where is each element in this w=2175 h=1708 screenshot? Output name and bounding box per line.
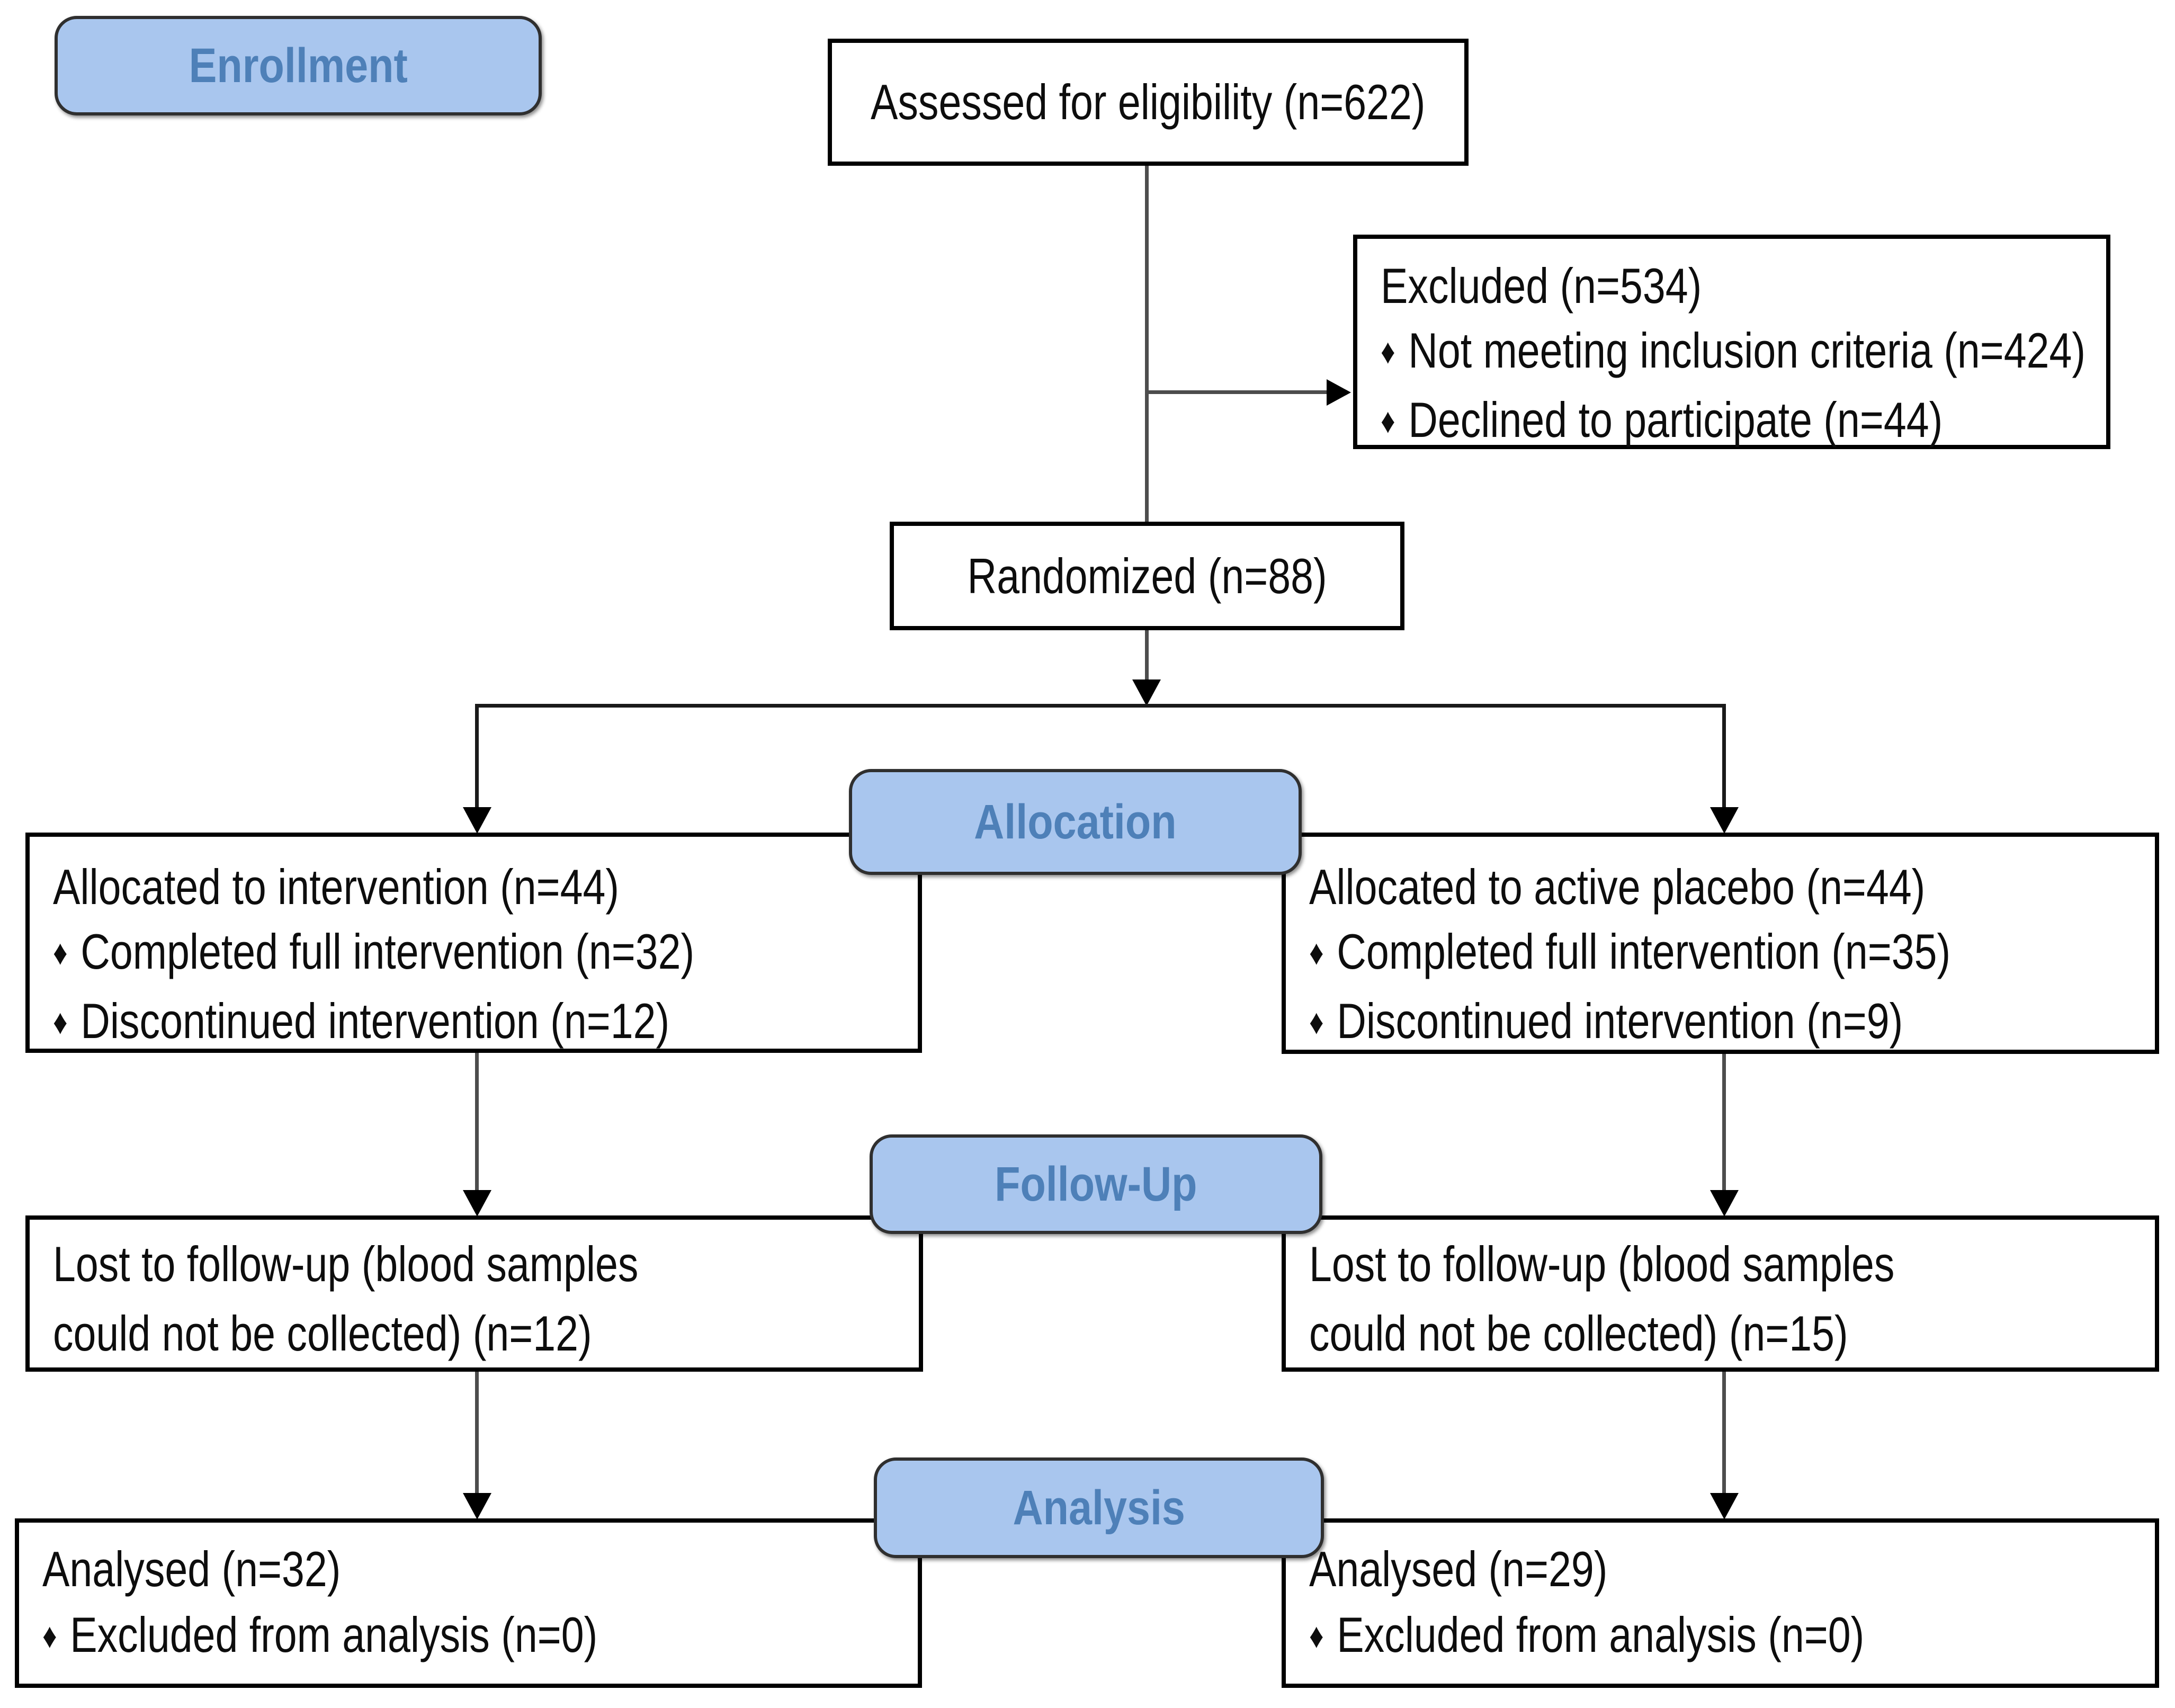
connector-alloc-to-followup-right bbox=[1722, 1054, 1726, 1192]
allocation-left-title: Allocated to intervention (n=44) bbox=[53, 859, 620, 915]
stage-label-followup: Follow-Up bbox=[995, 1157, 1197, 1211]
arrowhead-randomized-split bbox=[1132, 679, 1161, 706]
bullet-diamond-icon: ♦ bbox=[1381, 401, 1395, 440]
analysis-left-title: Analysed (n=32) bbox=[42, 1541, 341, 1597]
connector-split-left-drop bbox=[475, 704, 479, 808]
bullet-diamond-icon: ♦ bbox=[53, 933, 68, 972]
followup-right-line-1: Lost to follow-up (blood samples bbox=[1309, 1236, 1895, 1292]
followup-right-line-2: could not be collected) (n=15) bbox=[1309, 1305, 1848, 1361]
excluded-bullet-1: Not meeting inclusion criteria (n=424) bbox=[1408, 323, 2086, 378]
excluded-bullet-row: ♦ Not meeting inclusion criteria (n=424) bbox=[1381, 318, 2101, 388]
allocation-right-bullet-1: Completed full intervention (n=35) bbox=[1337, 924, 1951, 979]
arrowhead-into-analysis-right bbox=[1710, 1493, 1739, 1519]
randomized-box: Randomized (n=88) bbox=[890, 522, 1404, 630]
stage-pill-enrollment: Enrollment bbox=[55, 16, 542, 115]
allocation-right-title: Allocated to active placebo (n=44) bbox=[1309, 859, 1926, 915]
randomized-text: Randomized (n=88) bbox=[967, 548, 1327, 604]
analysis-left-bullet-1: Excluded from analysis (n=0) bbox=[70, 1607, 598, 1662]
arrowhead-into-excluded bbox=[1327, 379, 1351, 406]
stage-pill-allocation: Allocation bbox=[849, 769, 1302, 875]
allocation-right-bullet-2: Discontinued intervention (n=9) bbox=[1337, 993, 1903, 1049]
bullet-diamond-icon: ♦ bbox=[1309, 1616, 1324, 1655]
connector-alloc-to-followup-left bbox=[475, 1053, 479, 1192]
stage-pill-followup: Follow-Up bbox=[870, 1134, 1322, 1234]
connector-assessed-to-randomized bbox=[1145, 166, 1149, 523]
followup-left-line-1: Lost to follow-up (blood samples bbox=[53, 1236, 639, 1292]
connector-branch-to-excluded bbox=[1145, 390, 1328, 394]
bullet-diamond-icon: ♦ bbox=[42, 1616, 57, 1655]
arrowhead-into-followup-left bbox=[463, 1190, 491, 1217]
assessed-box: Assessed for eligibility (n=622) bbox=[828, 39, 1469, 166]
bullet-diamond-icon: ♦ bbox=[1309, 1002, 1324, 1041]
allocation-left-box: Allocated to intervention (n=44) ♦ Comple… bbox=[25, 833, 922, 1053]
connector-split-line bbox=[475, 704, 1726, 708]
arrowhead-into-followup-right bbox=[1710, 1190, 1739, 1217]
connector-followup-to-analysis-left bbox=[475, 1372, 479, 1495]
excluded-bullet-2: Declined to participate (n=44) bbox=[1408, 392, 1943, 448]
connector-split-right-drop bbox=[1722, 704, 1726, 808]
allocation-left-bullet-1: Completed full intervention (n=32) bbox=[80, 924, 695, 979]
arrowhead-into-alloc-left bbox=[463, 807, 491, 834]
followup-right-box: Lost to follow-up (blood samples could n… bbox=[1282, 1215, 2159, 1372]
arrowhead-into-alloc-right bbox=[1710, 807, 1739, 834]
bullet-diamond-icon: ♦ bbox=[1309, 933, 1324, 972]
bullet-diamond-icon: ♦ bbox=[53, 1002, 68, 1041]
followup-left-box: Lost to follow-up (blood samples could n… bbox=[25, 1215, 923, 1372]
connector-randomized-down bbox=[1145, 630, 1149, 683]
analysis-left-box: Analysed (n=32) ♦ Excluded from analysis … bbox=[15, 1518, 922, 1688]
allocation-left-bullet-2: Discontinued intervention (n=12) bbox=[80, 993, 670, 1049]
stage-label-analysis: Analysis bbox=[1013, 1480, 1185, 1535]
stage-label-allocation: Allocation bbox=[974, 794, 1177, 849]
stage-label-enrollment: Enrollment bbox=[189, 38, 408, 93]
analysis-right-bullet-1: Excluded from analysis (n=0) bbox=[1337, 1607, 1865, 1662]
analysis-right-box: Analysed (n=29) ♦ Excluded from analysis … bbox=[1282, 1518, 2159, 1688]
excluded-bullet-row: ♦ Declined to participate (n=44) bbox=[1381, 388, 2101, 457]
analysis-right-title: Analysed (n=29) bbox=[1309, 1541, 1608, 1597]
allocation-right-box: Allocated to active placebo (n=44) ♦ Comp… bbox=[1282, 833, 2159, 1054]
bullet-diamond-icon: ♦ bbox=[1381, 332, 1395, 371]
stage-pill-analysis: Analysis bbox=[874, 1457, 1324, 1558]
excluded-title: Excluded (n=534) bbox=[1381, 258, 1702, 314]
assessed-text: Assessed for eligibility (n=622) bbox=[871, 74, 1426, 130]
arrowhead-into-analysis-left bbox=[463, 1493, 491, 1519]
followup-left-line-2: could not be collected) (n=12) bbox=[53, 1305, 592, 1361]
connector-followup-to-analysis-right bbox=[1722, 1372, 1726, 1495]
excluded-box: Excluded (n=534) ♦ Not meeting inclusion … bbox=[1353, 235, 2110, 449]
